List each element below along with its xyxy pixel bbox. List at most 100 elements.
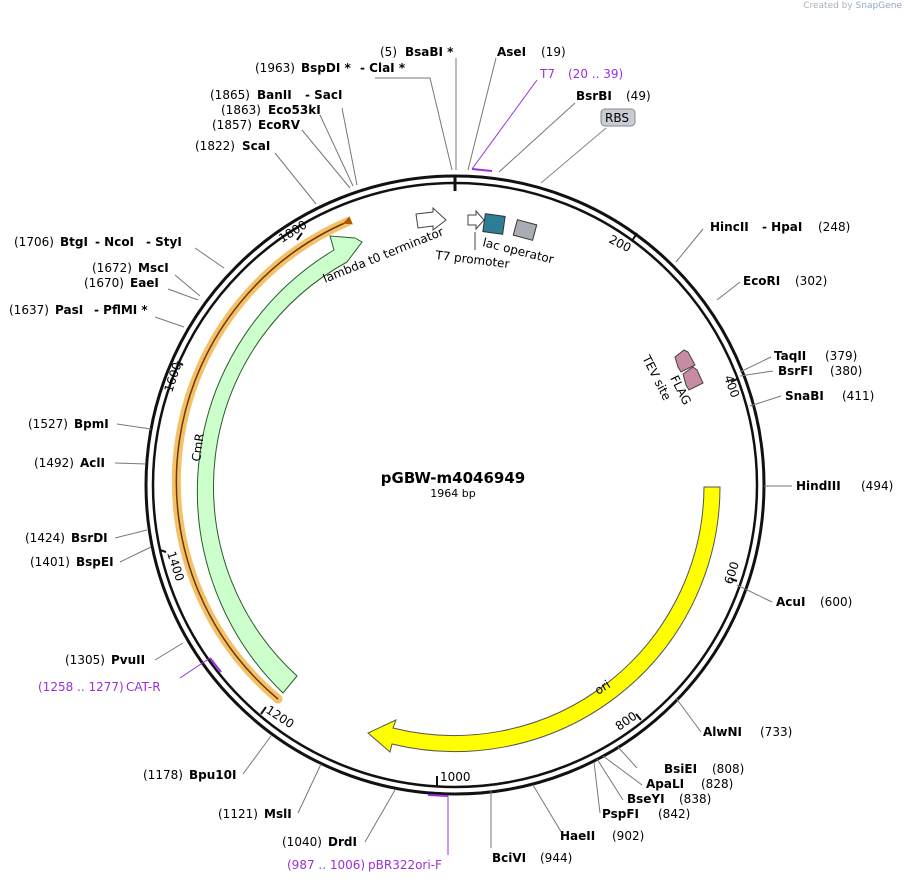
tick-marks	[159, 232, 738, 787]
enzyme-name: Bpu10I	[189, 768, 236, 782]
primer-catr-range: (1258 .. 1277)	[38, 680, 124, 694]
enzyme-name: BsaBI *	[405, 45, 454, 59]
rbs-leader	[540, 127, 607, 184]
credit-prefix: Created by	[803, 1, 853, 11]
enzyme-pos: (1822)	[195, 139, 235, 153]
enzyme-pos: (1492)	[34, 456, 74, 470]
snapgene-credit: Created by SnapGene	[803, 1, 902, 11]
enzyme-name: HaeII	[560, 829, 595, 843]
enzyme-pos: (600)	[820, 595, 852, 609]
enzyme-pos: (902)	[612, 829, 644, 843]
lac-operator-box	[482, 213, 506, 235]
enzyme-name: EcoRI	[743, 274, 780, 288]
enzyme-name: ApaLI	[646, 777, 684, 791]
enzyme-name: - SacI	[305, 88, 342, 102]
enzyme-name: - NcoI	[95, 235, 134, 249]
primer-catr-mark	[209, 657, 222, 673]
enzyme-pos: (1672)	[92, 261, 132, 275]
enzyme-name: PasI	[55, 303, 83, 317]
enzyme-pos: (380)	[830, 364, 862, 378]
enzyme-pos: (1670)	[84, 276, 124, 290]
enzyme-name: MscI	[138, 261, 169, 275]
tick-label: 600	[722, 560, 742, 586]
enzyme-name: PvuII	[111, 653, 145, 667]
tick-labels: 200 400 600 800 1000 1200 1400 1600 1800	[162, 217, 743, 784]
plasmid-name: pGBW-m4046949	[381, 469, 525, 487]
enzyme-pos: (1706)	[14, 235, 54, 249]
primer-t7-name: T7	[539, 67, 555, 81]
enzyme-pos: (1637)	[9, 303, 49, 317]
enzyme-name: MslI	[264, 807, 292, 821]
primer-catr-name: CAT-R	[126, 680, 161, 694]
primer-t7-leader	[471, 79, 538, 170]
enzyme-name: TaqII	[774, 349, 806, 363]
tick-label: 1600	[162, 361, 185, 394]
enzyme-name: BspDI *	[301, 61, 351, 75]
enzyme-pos: (944)	[540, 851, 572, 865]
enzyme-pos: (1305)	[65, 653, 105, 667]
tev-site-label: TEV site	[639, 352, 674, 403]
enzyme-pos: (49)	[626, 89, 651, 103]
enzyme-pos: (1401)	[30, 555, 70, 569]
enzyme-name: Eco53kI	[268, 103, 321, 117]
enzyme-name: AlwNI	[703, 725, 742, 739]
enzyme-name: ScaI	[242, 139, 270, 153]
tick-label: 400	[721, 373, 742, 399]
enzyme-pos: (838)	[679, 792, 711, 806]
tick-label: 200	[607, 232, 634, 255]
enzyme-name: BanII	[257, 88, 292, 102]
tick-label: 1000	[440, 770, 471, 784]
rbs-callout	[600, 108, 636, 127]
enzyme-name: BciVI	[492, 851, 526, 865]
enzyme-name: BseYI	[627, 792, 665, 806]
enzyme-name: BsrFI	[778, 364, 813, 378]
enzyme-pos: (1424)	[25, 531, 65, 545]
enzyme-pos: (1963)	[255, 61, 295, 75]
enzyme-pos: (1863)	[221, 103, 261, 117]
enzyme-name: DrdI	[328, 835, 357, 849]
enzyme-pos: (1121)	[218, 807, 258, 821]
primer-pbr322-name: pBR322ori-F	[368, 858, 442, 872]
enzyme-pos: (733)	[760, 725, 792, 739]
primer-t7-range: (20 .. 39)	[568, 67, 623, 81]
flag-arrow	[682, 366, 704, 391]
enzyme-pos: (5)	[380, 45, 397, 59]
enzyme-pos: (1865)	[210, 88, 250, 102]
t7-promoter-arrow	[467, 209, 485, 231]
cmr-highlight-core	[175, 216, 353, 700]
enzyme-name: AclI	[80, 456, 105, 470]
primer-pbr322-range: (987 .. 1006)	[287, 858, 365, 872]
enzyme-pos: (302)	[795, 274, 827, 288]
enzyme-name: SnaBI	[785, 389, 824, 403]
enzyme-name: HincII	[710, 220, 749, 234]
enzyme-pos: (411)	[842, 389, 874, 403]
primer-pbr322-mark	[427, 794, 449, 797]
enzyme-name: BsrBI	[576, 89, 612, 103]
enzyme-pos: (1178)	[143, 768, 183, 782]
enzyme-name: - PflMI *	[94, 303, 148, 317]
enzyme-name: - ClaI *	[360, 61, 406, 75]
enzyme-name: AcuI	[776, 595, 805, 609]
tev-site-arrow	[674, 349, 696, 373]
lambda-t0-terminator-arrow	[415, 206, 447, 232]
enzyme-pos: (828)	[701, 777, 733, 791]
enzyme-name: BpmI	[74, 417, 109, 431]
enzyme-name: EcoRV	[258, 118, 301, 132]
enzyme-name: - HpaI	[762, 220, 802, 234]
primer-t7-mark	[471, 168, 493, 172]
cmr-label: CmR	[189, 432, 207, 462]
enzyme-name: BtgI	[60, 235, 88, 249]
ori-arrow	[367, 486, 721, 753]
enzyme-pos: (842)	[658, 807, 690, 821]
rbs-box	[512, 219, 538, 241]
enzyme-leaders	[114, 57, 792, 848]
enzyme-pos: (1527)	[28, 417, 68, 431]
credit-brand: SnapGene	[855, 1, 902, 11]
enzyme-name: EaeI	[130, 276, 159, 290]
enzyme-pos: (494)	[861, 479, 893, 493]
enzyme-pos: (379)	[825, 349, 857, 363]
rbs-label: RBS	[605, 111, 629, 125]
enzyme-name: PspFI	[602, 807, 639, 821]
enzyme-pos: (808)	[712, 762, 744, 776]
